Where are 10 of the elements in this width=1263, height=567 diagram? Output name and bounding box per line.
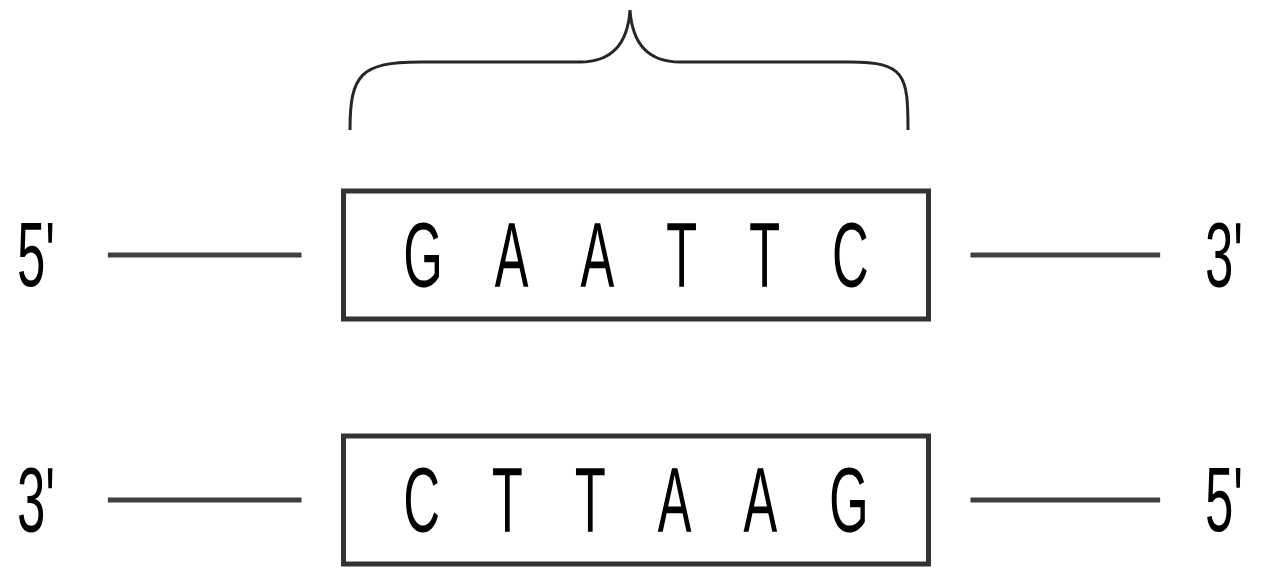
strand-line (970, 252, 1161, 258)
strand-end-label: 5' (1207, 467, 1241, 533)
strand-line (970, 497, 1161, 503)
strand-end-label: 5' (19, 222, 53, 288)
strand-end-label: 3' (19, 467, 53, 533)
sequence-box: G A A T T C (341, 188, 931, 322)
strand-end-label: 3' (1207, 222, 1241, 288)
strand-line (107, 252, 302, 258)
sequence-box: C T T A A G (341, 433, 931, 567)
strand-line (107, 497, 302, 503)
